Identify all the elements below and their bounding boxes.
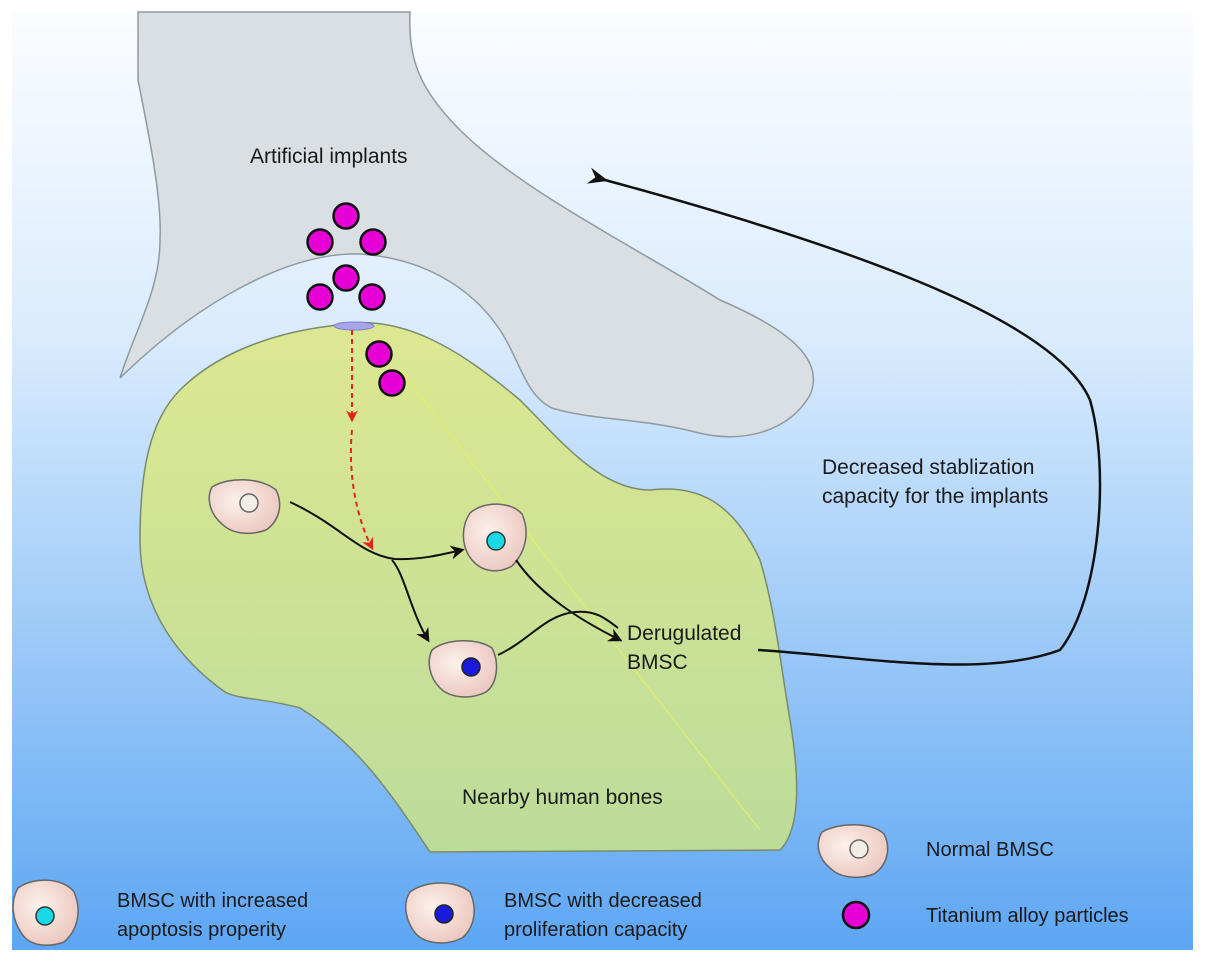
- guide-line: [399, 369, 761, 831]
- particle: [306, 283, 334, 311]
- legend-proliferation-label-line1: BMSC with decreased: [504, 890, 702, 912]
- arrow-to-proliferation: [391, 559, 430, 643]
- deregulated-label-line1: Derugulated: [627, 622, 741, 645]
- legend-particle-icon: [841, 900, 871, 930]
- legend-apoptosis-label-line2: apoptosis properity: [117, 919, 286, 941]
- particle: [358, 283, 386, 311]
- implant-label: Artificial implants: [250, 145, 408, 168]
- legend-particles-label: Titanium alloy particles: [926, 905, 1129, 927]
- particle: [359, 228, 387, 256]
- legend-normal-cell-icon: [817, 824, 889, 879]
- legend-normal-label: Normal BMSC: [926, 839, 1054, 861]
- apoptosis-cell: [462, 503, 527, 572]
- legend-proliferation-cell-icon: [404, 882, 475, 944]
- arrow-proliferation-to-deregulated: [497, 610, 619, 656]
- stimulus-arrow-lower: [349, 429, 374, 551]
- particle: [306, 228, 334, 256]
- normal-cell: [208, 479, 281, 535]
- feedback-label-line2: capacity for the implants: [822, 485, 1048, 508]
- bone-shape: [139, 321, 798, 853]
- proliferation-cell: [428, 640, 498, 698]
- legend-proliferation-label-line2: proliferation capacity: [504, 919, 687, 941]
- arrow-apoptosis-to-deregulated: [515, 559, 623, 642]
- deregulated-label-line2: BMSC: [627, 651, 688, 674]
- particle: [365, 340, 393, 368]
- bone-label: Nearby human bones: [462, 786, 663, 809]
- feedback-label-line1: Decreased stablization: [822, 456, 1034, 479]
- particle: [332, 264, 360, 292]
- contact-interface: [333, 321, 375, 331]
- feedback-arrow: [586, 167, 1102, 666]
- implant-shape: [119, 11, 815, 438]
- legend-apoptosis-cell-icon: [12, 879, 79, 947]
- particle: [332, 202, 360, 230]
- legend-apoptosis-label-line1: BMSC with increased: [117, 890, 308, 912]
- particle-cluster: [306, 202, 406, 397]
- arrow-to-apoptosis: [289, 501, 465, 561]
- legend: Normal BMSC BMSC with increased apoptosi…: [12, 824, 1129, 947]
- particle: [378, 369, 406, 397]
